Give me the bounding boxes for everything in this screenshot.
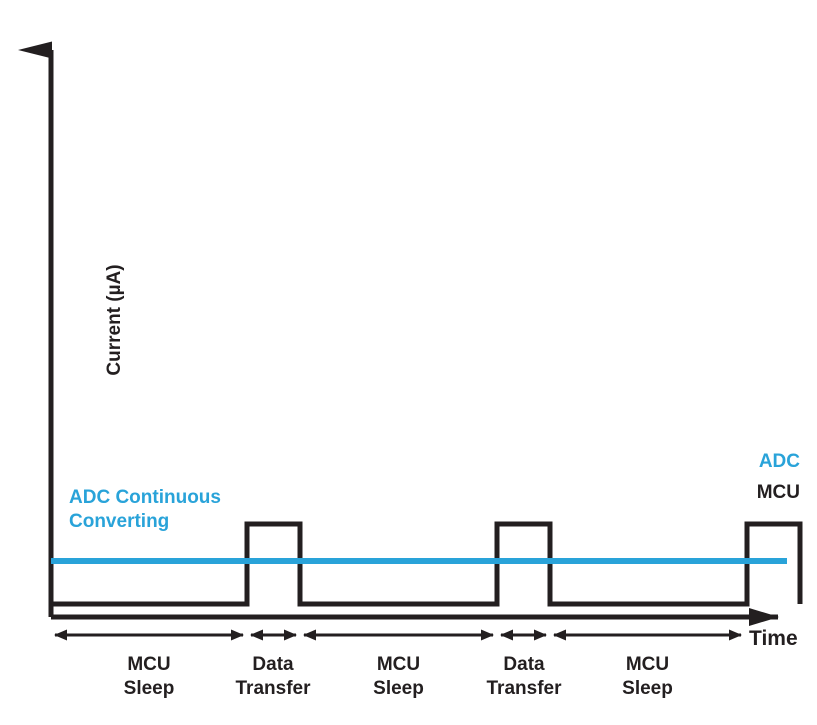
adc-legend-label: ADC: [758, 451, 800, 472]
phase-label-line-1: Data: [252, 654, 294, 675]
phase-label-line-2: Sleep: [123, 678, 175, 700]
phase-label-mcu-sleep-2: MCU Sleep: [300, 653, 497, 702]
x-axis-label: Time: [749, 627, 798, 650]
phase-label-line-1: MCU: [376, 654, 421, 675]
phase-label-line-2: Transfer: [235, 678, 311, 700]
mcu-current-waveform: [51, 521, 803, 607]
phase-label-line-2: Transfer: [486, 678, 562, 700]
phase-label-mcu-sleep-1: MCU Sleep: [51, 653, 247, 702]
phase-label-line-1: Data: [503, 654, 545, 675]
adc-continuous-line-2: Converting: [69, 511, 170, 533]
phase-label-mcu-sleep-3: MCU Sleep: [550, 653, 745, 702]
phase-label-line-2: Sleep: [373, 678, 424, 700]
phase-label-line-2: Sleep: [622, 678, 673, 700]
phase-label-line-1: MCU: [127, 654, 171, 675]
mcu-legend-label: MCU: [756, 482, 800, 503]
phase-label-line-1: MCU: [625, 654, 670, 675]
adc-continuous-line-1: ADC Continuous: [69, 487, 221, 508]
